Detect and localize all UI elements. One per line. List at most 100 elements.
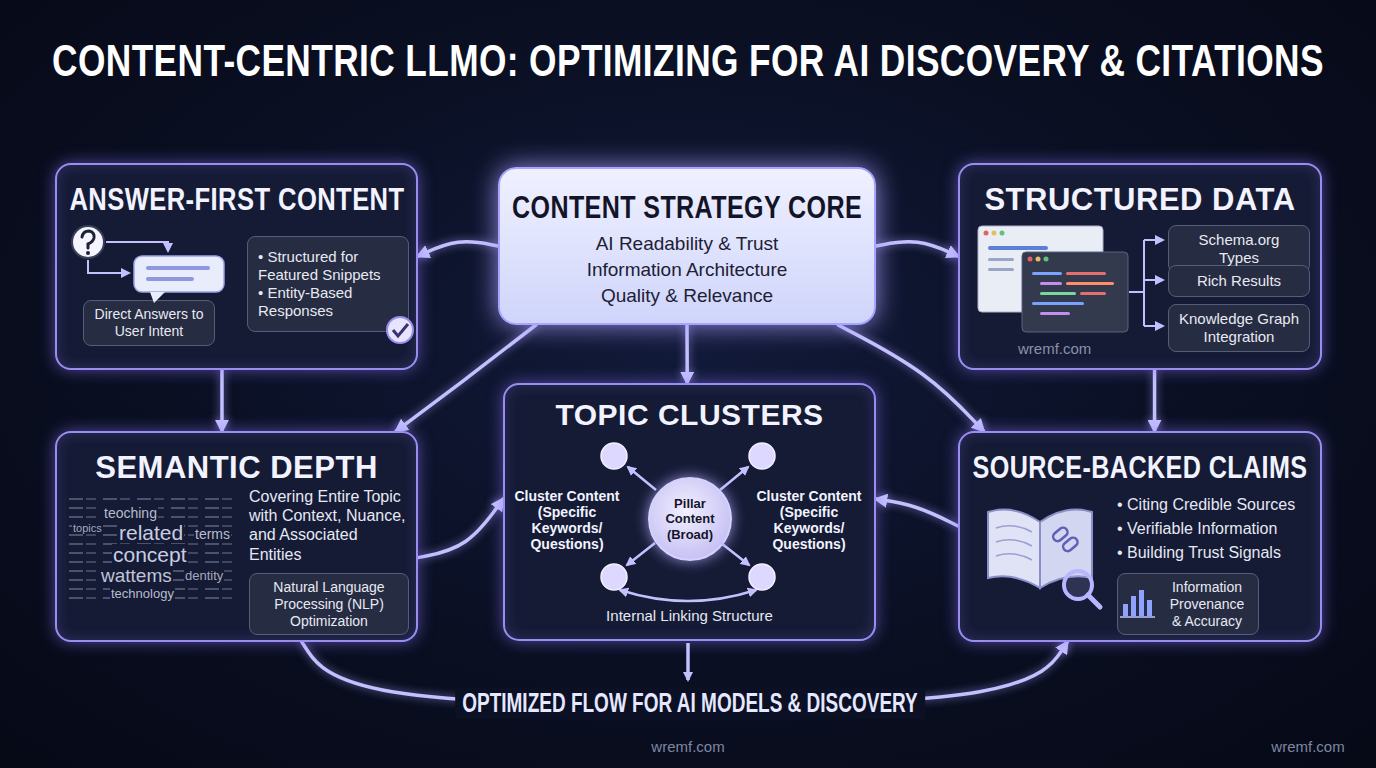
word-cloud-word: technology — [110, 587, 175, 600]
schema-pill: Rich Results — [1168, 265, 1310, 297]
code-window — [1022, 252, 1128, 332]
flow-connector — [1153, 370, 1157, 431]
word-cloud-word: terms — [194, 527, 231, 541]
cluster-links — [627, 543, 655, 565]
open-book — [1040, 510, 1092, 588]
flow-connector — [418, 242, 498, 256]
answer-box: Direct Answers to User Intent — [83, 300, 215, 346]
word-cloud-word: related — [118, 522, 184, 543]
code-window — [1066, 272, 1106, 275]
browser-window — [978, 226, 1103, 312]
question-icon — [72, 226, 104, 258]
open-book — [1061, 536, 1079, 553]
bar-chart-icon — [1120, 590, 1155, 617]
code-window — [1032, 302, 1084, 305]
browser-window — [988, 246, 1048, 250]
bar-chart-icon — [1131, 596, 1136, 616]
word-cloud-word: teoching — [103, 506, 158, 520]
code-window — [1066, 282, 1114, 285]
question-icon — [72, 226, 104, 258]
flow-arrow — [686, 643, 690, 680]
node-heading: Direct Answers to User Intent — [92, 306, 206, 340]
word-cloud-texture — [66, 494, 238, 606]
code-window — [1040, 282, 1062, 285]
node-heading: Information Provenance & Accuracy — [1164, 579, 1250, 629]
browser-window — [988, 258, 1014, 261]
cluster-circle — [749, 443, 775, 469]
flow-arrow — [686, 643, 690, 680]
open-book — [996, 526, 1032, 560]
node-text: Internal Linking Structure — [606, 607, 773, 625]
code-window — [1044, 257, 1049, 262]
open-book — [988, 510, 1092, 588]
bar-chart-icon — [1147, 600, 1152, 616]
content-panel: Schema.org TypesRich ResultsKnowledge Gr… — [958, 163, 1322, 370]
flow-arrow — [88, 242, 168, 273]
content-panel: Direct Answers to User Intent • Structure… — [55, 163, 418, 370]
cluster-links — [720, 467, 748, 490]
code-window — [1080, 292, 1106, 295]
word-cloud-word: concept — [112, 544, 188, 565]
code-window — [1032, 272, 1062, 275]
browser-window — [1000, 231, 1005, 236]
content-panel: Information Provenance & AccuracySOURCE-… — [958, 431, 1322, 642]
cluster-circle — [601, 443, 627, 469]
check-icon — [393, 324, 408, 336]
browser-window — [978, 226, 1103, 312]
bar-chart-icon — [1120, 616, 1155, 618]
bracket-arrows — [1129, 291, 1144, 293]
chat-bubble — [134, 256, 224, 292]
bracket-arrows — [1144, 279, 1163, 281]
bracket-arrows — [1129, 240, 1163, 326]
flow-arrow — [88, 260, 129, 273]
magnifier — [1088, 595, 1100, 607]
node-text: Quality & Relevance — [601, 285, 773, 308]
node-text: • Citing Credible Sources — [1117, 495, 1317, 514]
flow-connector — [876, 499, 958, 526]
node-heading: ANSWER-FIRST CONTENT — [69, 181, 404, 218]
cluster-links — [721, 543, 749, 565]
chat-bubble — [150, 292, 165, 303]
flow-connector — [876, 242, 958, 256]
schema-pill: Schema.org Types — [1168, 225, 1310, 273]
open-book — [988, 510, 1040, 588]
content-panel: Natural Language Processing (NLP) Optimi… — [55, 431, 418, 642]
nlp-pill: Natural Language Processing (NLP) Optimi… — [249, 573, 409, 635]
node-heading: Natural Language Processing (NLP) Optimi… — [258, 579, 400, 629]
open-book — [1051, 526, 1069, 543]
browser-window — [984, 231, 989, 236]
browser-window — [992, 231, 997, 236]
question-icon — [82, 231, 94, 248]
chat-bubble — [134, 256, 224, 303]
node-heading: Knowledge Graph Integration — [1177, 310, 1301, 346]
bar-chart-icon — [1123, 604, 1128, 616]
code-window — [1036, 257, 1041, 262]
question-icon — [86, 251, 90, 255]
flow-arrow — [106, 242, 168, 251]
node-heading: TOPIC CLUSTERS — [555, 397, 823, 433]
bar-chart-icon — [1139, 590, 1144, 616]
flow-connector — [220, 370, 224, 431]
watermark: wremf.com — [651, 738, 724, 755]
cluster-label: Cluster Content (Specific Keywords/ Ques… — [752, 488, 866, 552]
magnifier — [1064, 571, 1100, 607]
browser-window — [988, 268, 1014, 271]
flow-connector — [685, 325, 689, 383]
word-cloud-word: topics — [72, 523, 103, 534]
cluster-circle — [601, 564, 627, 590]
bracket-arrows — [1144, 325, 1163, 327]
node-text: • Entity-Based Responses — [258, 284, 398, 320]
word-cloud-word: wattems — [100, 566, 173, 585]
core-box: CONTENT STRATEGY COREAI Readability & Tr… — [498, 167, 876, 325]
word-cloud-texture — [66, 494, 238, 606]
pillar-circle: Pillar Content (Broad) — [648, 477, 732, 561]
bullet-box: • Structured for Featured Snippets• Enti… — [247, 236, 409, 332]
node-text: Covering Entire Topic with Context, Nuan… — [249, 487, 411, 564]
cluster-circle — [601, 443, 775, 590]
node-heading: CONTENT STRATEGY CORE — [512, 189, 862, 226]
watermark: wremf.com — [1271, 738, 1344, 755]
node-heading: Schema.org Types — [1177, 231, 1301, 267]
word-cloud-word: dentity — [184, 569, 224, 582]
